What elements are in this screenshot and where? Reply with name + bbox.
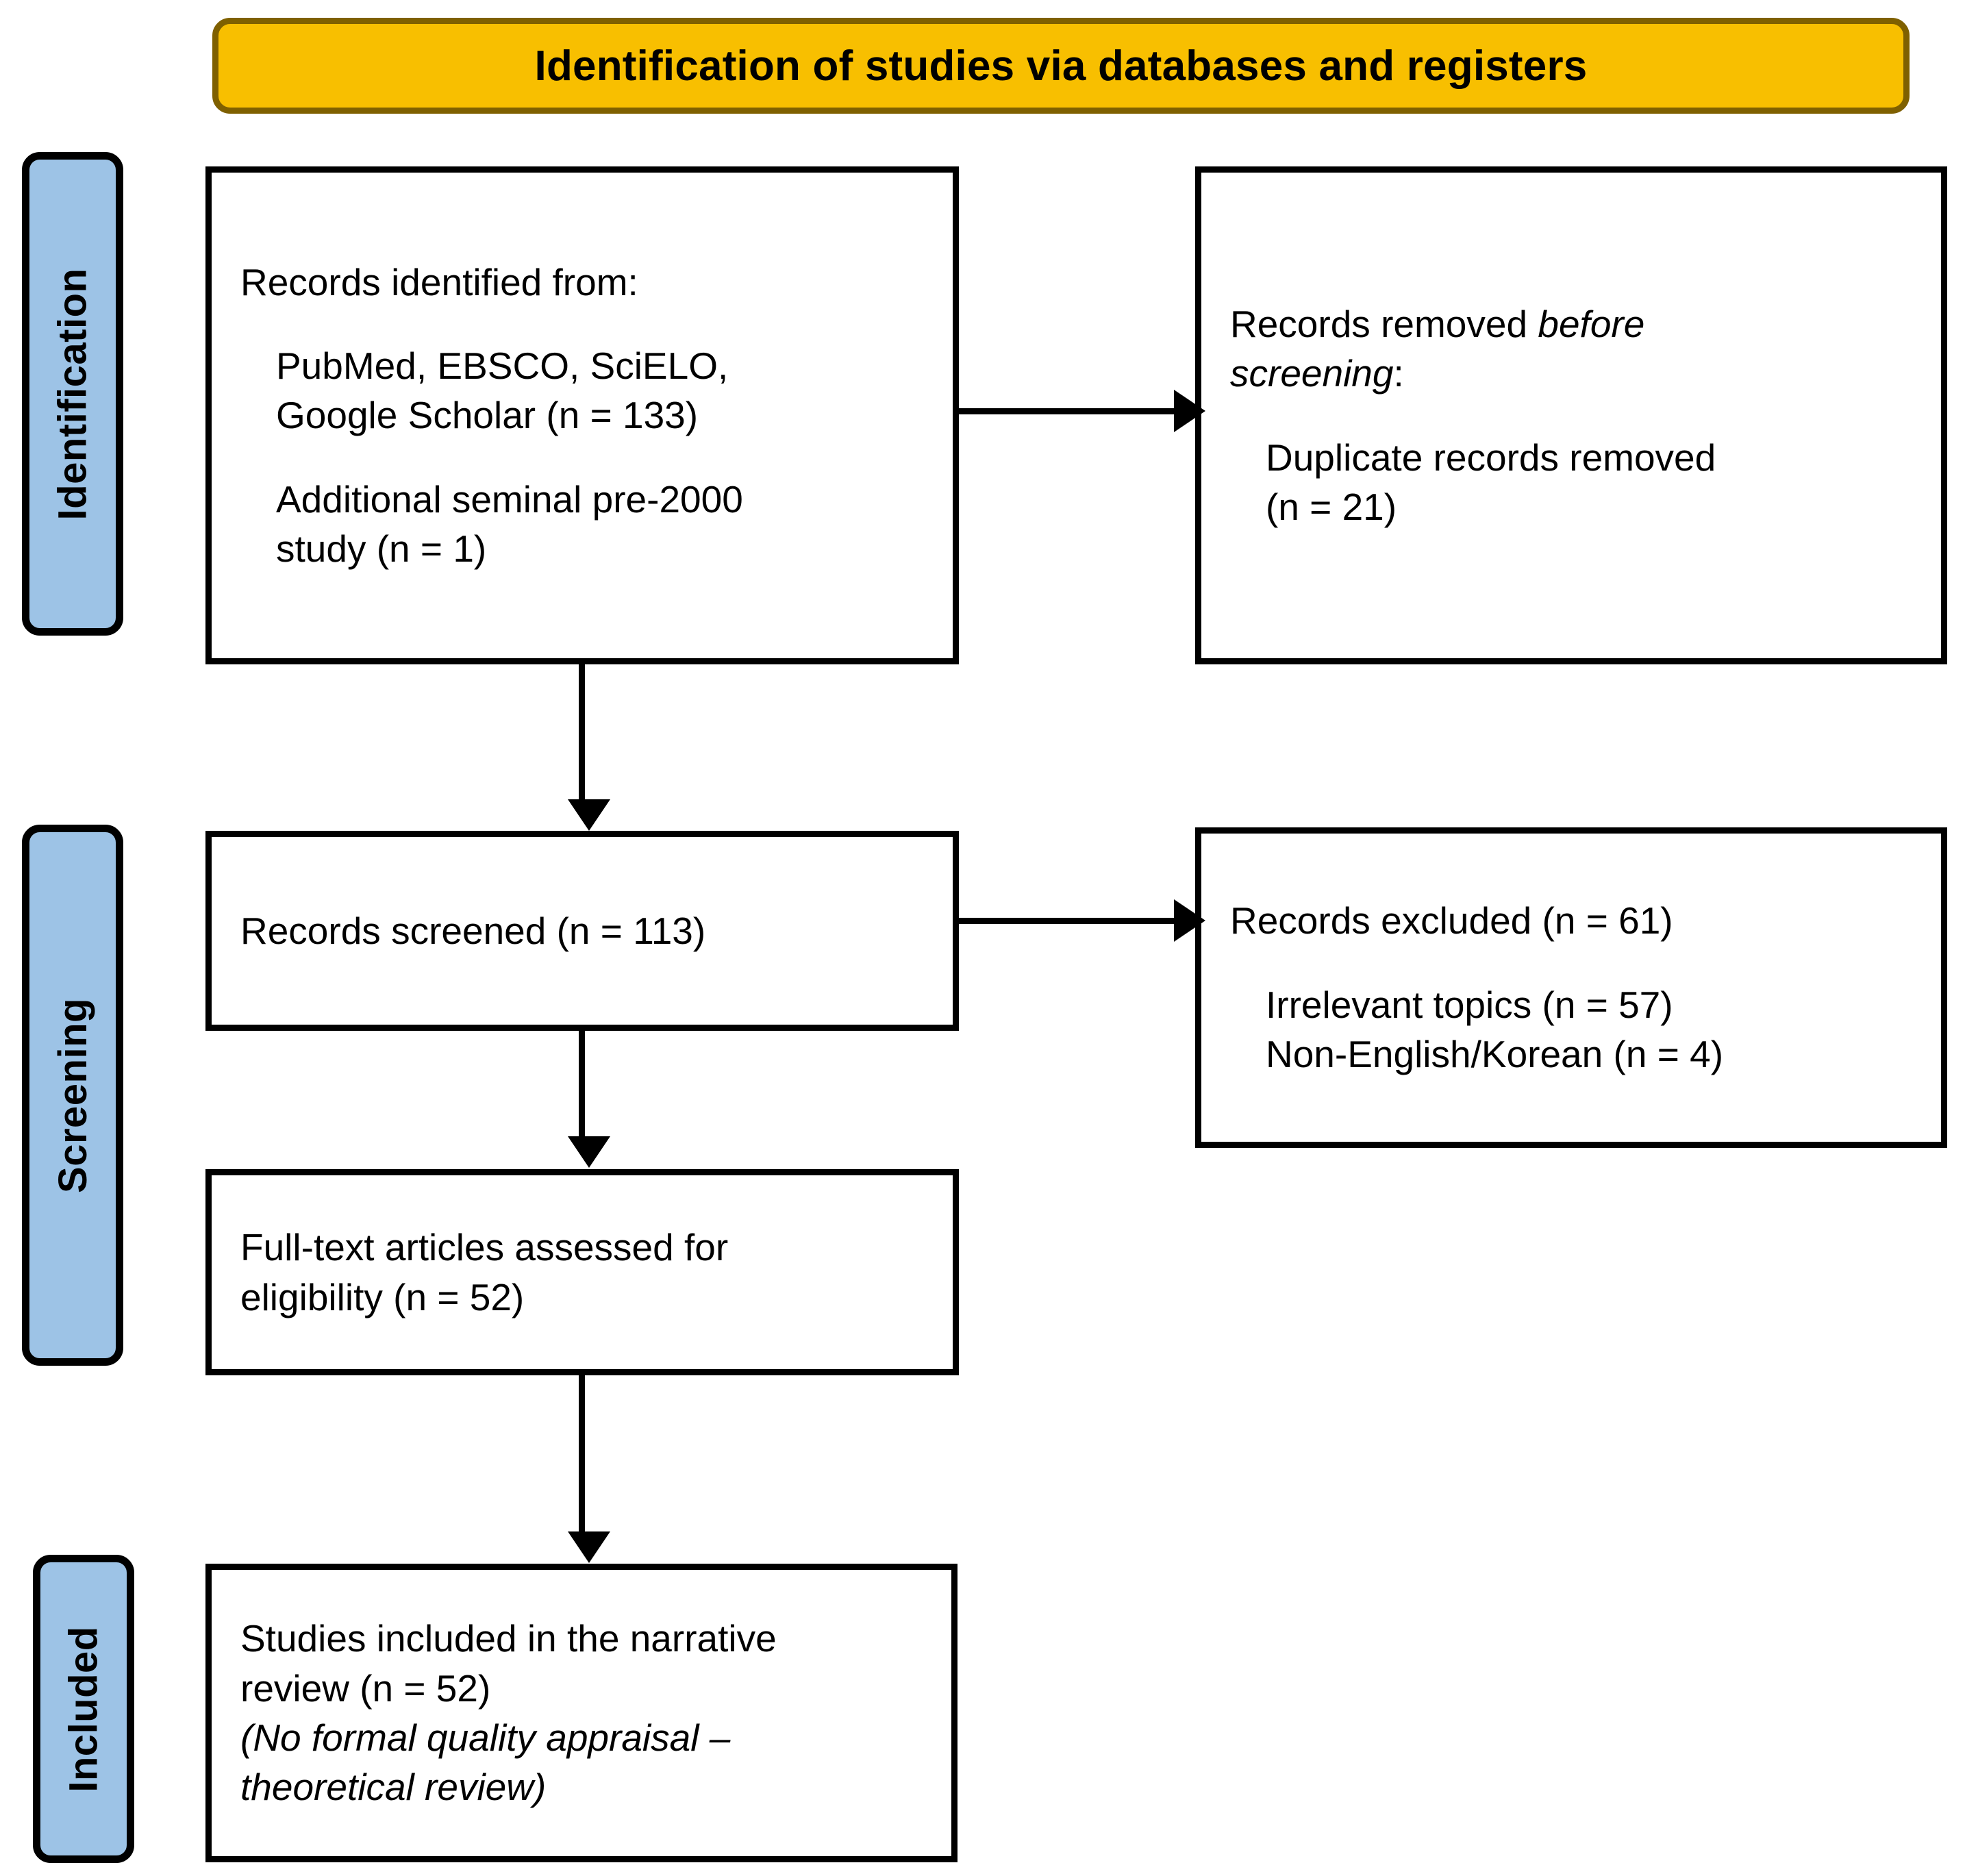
- records-removed-heading-line1: Records removed before: [1230, 300, 1912, 348]
- box-records-screened: Records screened (n = 113): [205, 831, 959, 1031]
- records-identified-heading: Records identified from:: [240, 260, 638, 303]
- stage-sidebar-identification: Identification: [22, 152, 123, 636]
- connector-fulltext-to-included-line: [579, 1375, 585, 1532]
- connector-identified-to-removed-arrowhead: [1174, 390, 1205, 432]
- connector-identified-to-screened-arrowhead: [568, 799, 610, 831]
- studies-included-note-line2: theoretical review): [240, 1763, 923, 1811]
- records-excluded-reason-2: Non-English/Korean (n = 4): [1266, 1033, 1724, 1076]
- header-title: Identification of studies via databases …: [534, 42, 1588, 90]
- stage-sidebar-screening: Screening: [22, 825, 123, 1366]
- box-fulltext-assessed: Full-text articles assessed for eligibil…: [205, 1169, 959, 1375]
- box-studies-included: Studies included in the narrative review…: [205, 1564, 958, 1862]
- records-removed-heading-line2: screening:: [1230, 349, 1912, 397]
- connector-fulltext-to-included-arrowhead: [568, 1531, 610, 1563]
- connector-screened-to-excluded-line: [959, 918, 1175, 924]
- records-identified-databases-line1: PubMed, EBSCO, SciELO,: [276, 344, 729, 387]
- connector-screened-to-fulltext-arrowhead: [568, 1136, 610, 1168]
- studies-included-note-italic-1: (No formal quality appraisal –: [240, 1716, 731, 1759]
- records-excluded-heading: Records excluded (n = 61): [1230, 899, 1673, 942]
- studies-included-note-line1: (No formal quality appraisal –: [240, 1714, 923, 1762]
- records-removed-duplicates-line2: (n = 21): [1266, 485, 1397, 528]
- records-removed-duplicates-line1: Duplicate records removed: [1266, 436, 1716, 479]
- box-records-removed: Records removed before screening: Duplic…: [1195, 166, 1947, 664]
- box-records-excluded: Records excluded (n = 61) Irrelevant top…: [1195, 827, 1947, 1148]
- connector-screened-to-excluded-arrowhead: [1174, 899, 1205, 942]
- studies-included-line2: review (n = 52): [240, 1666, 491, 1710]
- fulltext-assessed-line1: Full-text articles assessed for: [240, 1226, 729, 1269]
- records-removed-italic-2: screening: [1230, 352, 1394, 395]
- stage-label-included: Included: [61, 1625, 106, 1792]
- stage-label-screening: Screening: [50, 997, 95, 1193]
- studies-included-line1: Studies included in the narrative: [240, 1617, 777, 1660]
- records-screened-text: Records screened (n = 113): [240, 909, 706, 952]
- stage-sidebar-included: Included: [33, 1555, 134, 1863]
- records-removed-italic-1: before: [1538, 302, 1645, 345]
- records-removed-text-1: Records removed: [1230, 302, 1538, 345]
- records-identified-databases-line2: Google Scholar (n = 133): [276, 394, 699, 437]
- connector-identified-to-screened-line: [579, 664, 585, 800]
- records-removed-colon: :: [1393, 352, 1404, 395]
- fulltext-assessed-line2: eligibility (n = 52): [240, 1275, 525, 1318]
- records-identified-additional-line1: Additional seminal pre-2000: [276, 477, 743, 521]
- stage-label-identification: Identification: [50, 268, 95, 520]
- records-excluded-reason-1: Irrelevant topics (n = 57): [1266, 983, 1673, 1026]
- connector-identified-to-removed-line: [959, 408, 1175, 414]
- header-banner: Identification of studies via databases …: [212, 18, 1910, 114]
- box-records-identified: Records identified from: PubMed, EBSCO, …: [205, 166, 959, 664]
- records-identified-additional-line2: study (n = 1): [276, 527, 487, 571]
- studies-included-note-italic-2: theoretical review): [240, 1766, 547, 1809]
- connector-screened-to-fulltext-line: [579, 1031, 585, 1137]
